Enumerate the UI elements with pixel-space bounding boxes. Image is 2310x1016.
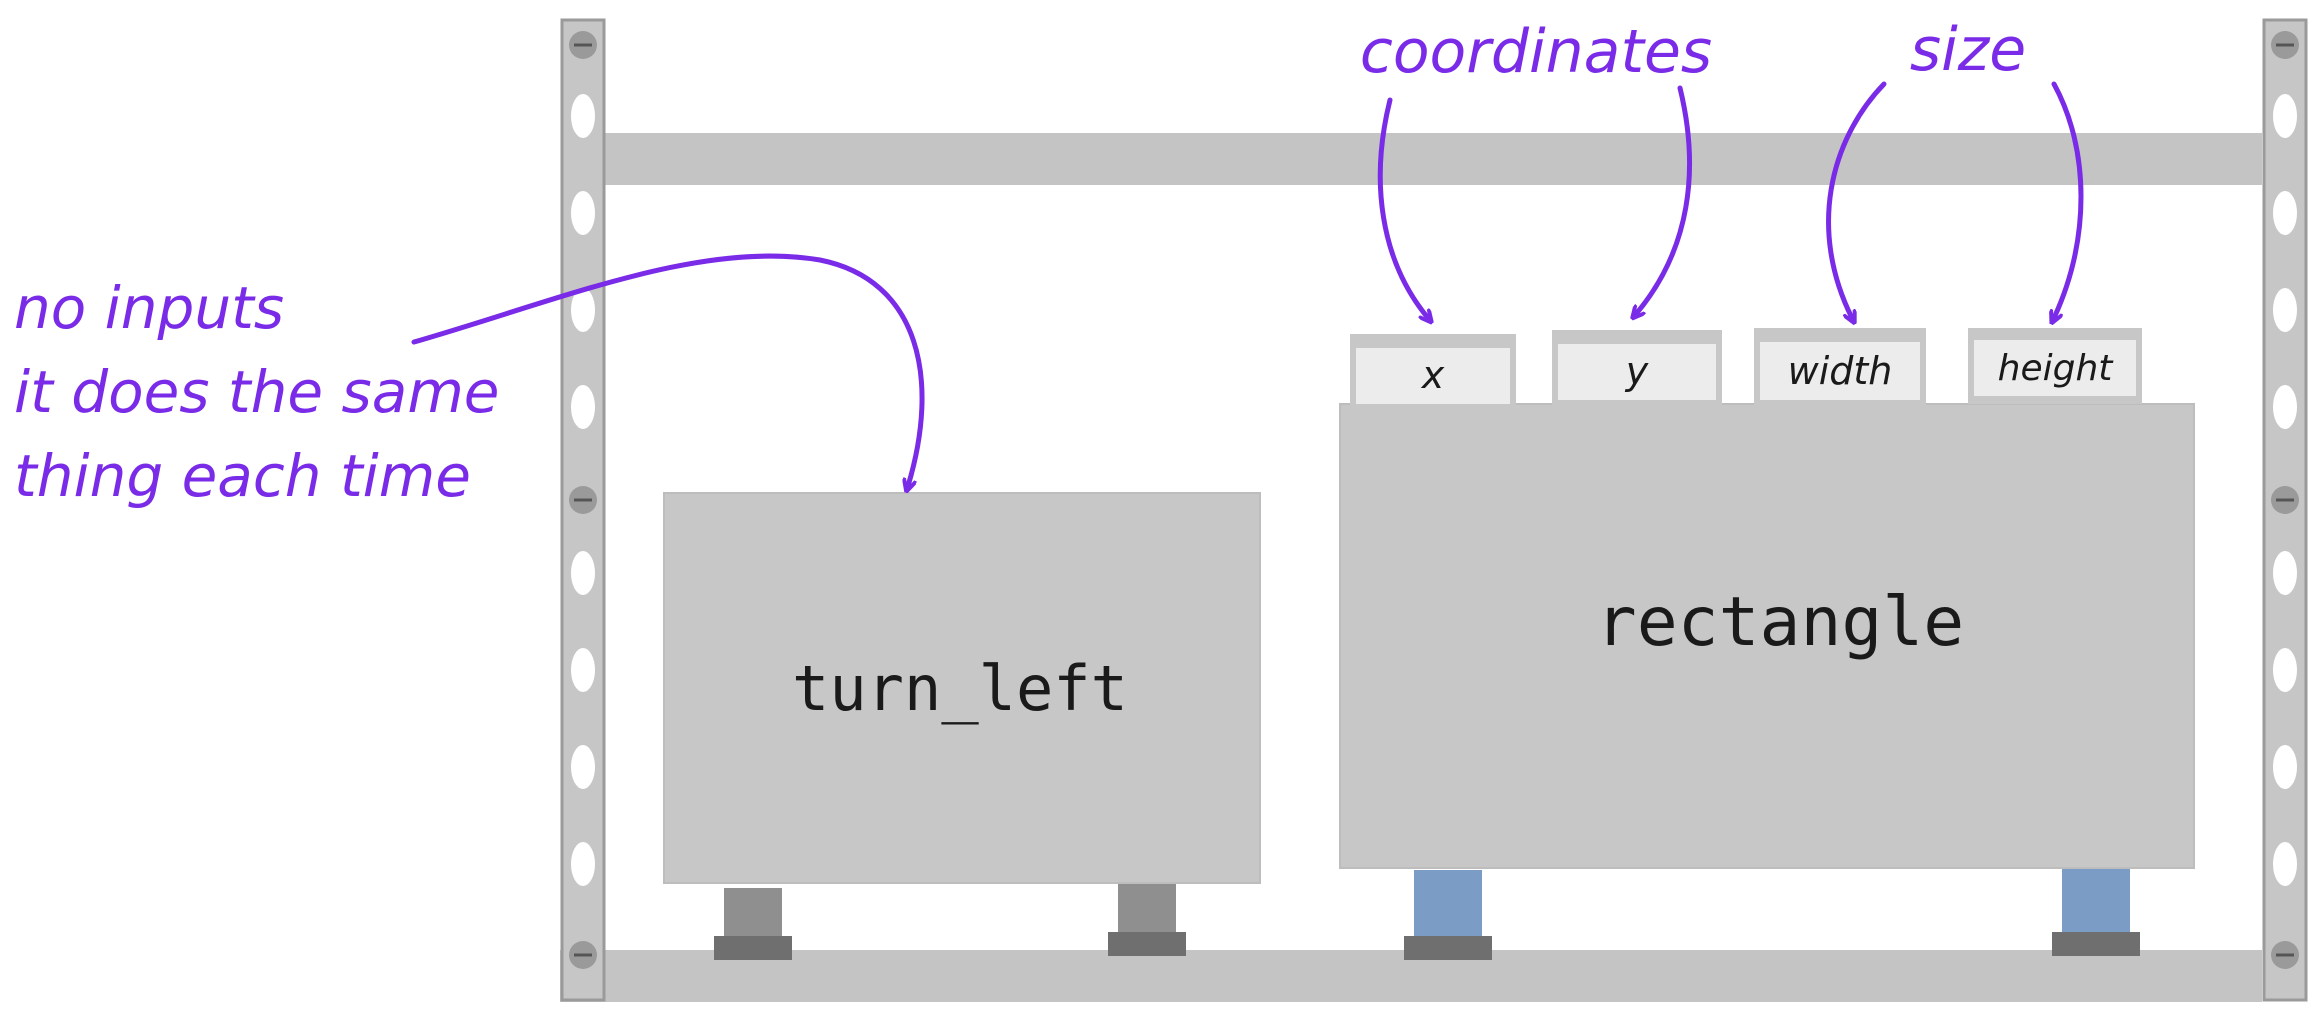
- no-inputs-line-3: thing each time: [14, 442, 471, 510]
- parameter-tab-width-label: width: [1788, 349, 1893, 393]
- turn-left-label: turn_left: [792, 652, 1128, 725]
- no-inputs-arrow: [411, 253, 925, 486]
- size-annotation: size: [1910, 15, 2026, 85]
- no-inputs-annotation: no inputs it does the same thing each ti…: [14, 274, 518, 510]
- size-arrow-height: [2054, 81, 2084, 318]
- no-inputs-line-2: it does the same: [14, 358, 500, 426]
- turn-left-function-box: turn_left: [663, 492, 1261, 960]
- size-arrow-width: [1826, 81, 1887, 318]
- parameter-tab-x: x: [1350, 334, 1516, 408]
- rectangle-function-box: rectangle x y width height: [1339, 328, 2195, 960]
- left-post: [560, 18, 606, 1002]
- parameter-tab-height: height: [1968, 328, 2142, 404]
- parameter-tab-width: width: [1754, 328, 1926, 406]
- rectangle-body: [1339, 403, 2195, 869]
- rectangle-foot-2: [2052, 932, 2140, 956]
- rectangle-label: rectangle: [1596, 583, 1964, 662]
- coordinates-arrow-x: [1377, 97, 1428, 318]
- turn-left-leg-1: [724, 888, 782, 940]
- turn-left-leg-2: [1118, 884, 1176, 936]
- turn-left-foot-2: [1108, 932, 1186, 956]
- rectangle-leg-2: [2062, 866, 2130, 938]
- parameter-tab-y: y: [1552, 330, 1722, 406]
- top-shelf-bar: [590, 133, 2262, 185]
- parameter-tab-y-label: y: [1625, 349, 1649, 393]
- parameter-tab-x-label: x: [1421, 353, 1445, 397]
- parameter-tab-height-label: height: [1998, 348, 2115, 389]
- rectangle-leg-1: [1414, 870, 1482, 942]
- rectangle-foot-1: [1404, 936, 1492, 960]
- turn-left-foot-1: [714, 936, 792, 960]
- annotations: coordinates size no inputs it does the s…: [14, 15, 2084, 510]
- coordinates-arrow-y: [1636, 85, 1693, 314]
- coordinates-annotation: coordinates: [1360, 17, 1712, 87]
- turn-left-body: [663, 492, 1261, 884]
- right-post: [2262, 18, 2308, 1002]
- no-inputs-line-1: no inputs: [14, 274, 284, 342]
